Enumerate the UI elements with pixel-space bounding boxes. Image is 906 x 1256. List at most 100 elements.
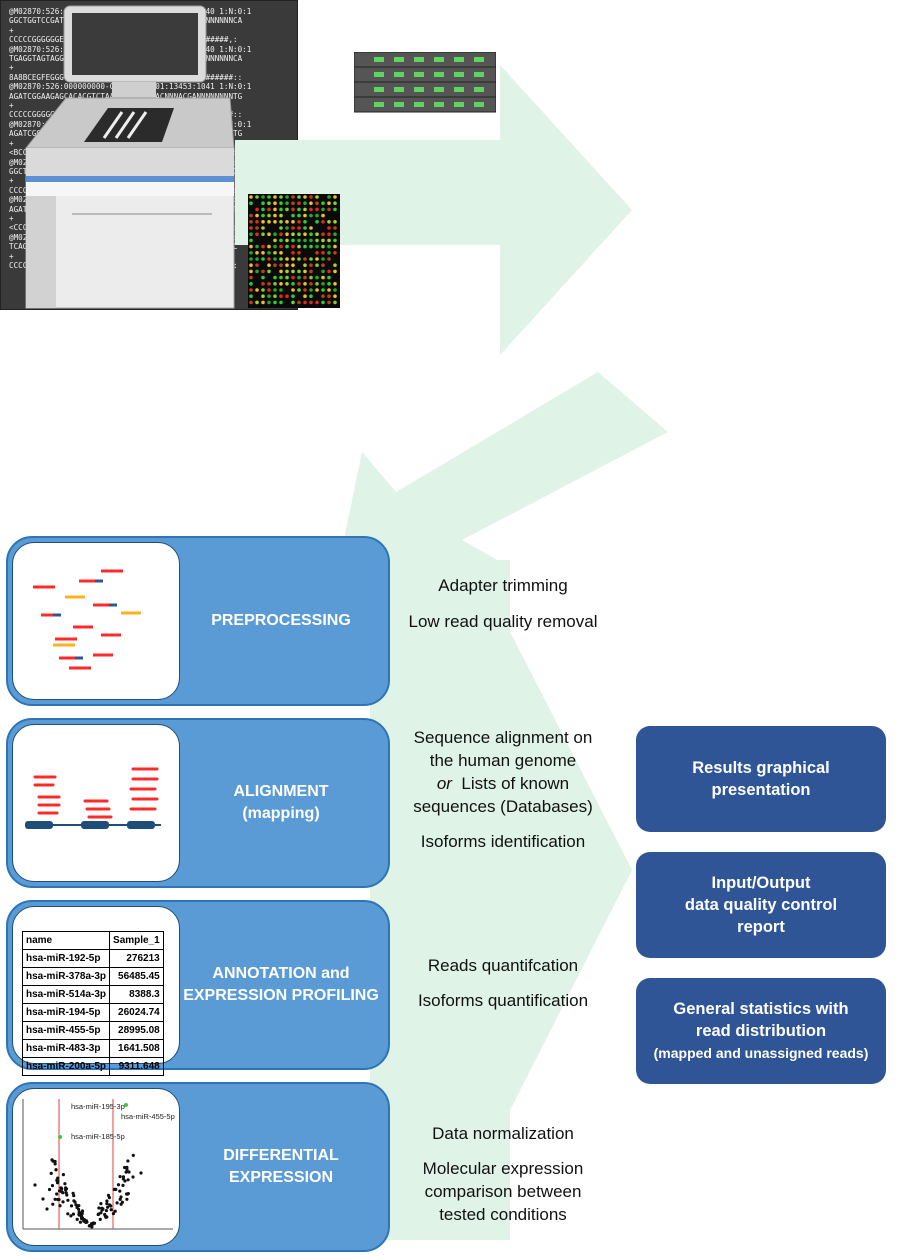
volcano-point — [121, 1183, 125, 1187]
volcano-point — [51, 1202, 55, 1206]
microarray-spot — [279, 220, 283, 224]
microarray-spot — [309, 207, 313, 212]
step-title: PREPROCESSING — [211, 612, 351, 629]
volcano-point — [114, 1187, 118, 1191]
microarray-spot — [309, 300, 313, 305]
microarray-spot — [267, 251, 271, 255]
volcano-point — [82, 1218, 87, 1222]
microarray-spot — [285, 195, 289, 199]
volcano-point — [96, 1212, 100, 1217]
microarray-spot — [321, 201, 325, 205]
microarray-spot — [267, 195, 271, 199]
microarray-spot — [315, 257, 319, 261]
microarray-spot — [291, 195, 295, 199]
microarray-spot — [285, 269, 289, 274]
microarray-spot — [303, 213, 307, 218]
microarray-spot — [249, 282, 253, 286]
microarray-spot — [327, 220, 331, 224]
microarray-spot — [285, 201, 289, 205]
volcano-point — [33, 1183, 37, 1187]
volcano-point — [63, 1182, 67, 1186]
microarray-spot — [297, 244, 301, 249]
volcano-point — [105, 1202, 109, 1206]
microarray-spot — [273, 195, 277, 199]
microarray-spot — [333, 263, 337, 267]
microarray-spot — [273, 288, 277, 292]
volcano-point — [53, 1159, 57, 1164]
microarray-spot — [279, 275, 283, 280]
microarray-spot — [315, 207, 319, 212]
microarray-spot — [327, 238, 331, 243]
microarray-spot — [303, 300, 307, 305]
microarray-spot — [327, 201, 331, 205]
microarray-spot — [255, 294, 259, 298]
microarray-spot — [261, 226, 265, 230]
volcano-point — [126, 1192, 130, 1196]
volcano-point — [69, 1204, 74, 1208]
microarray-spot — [309, 238, 313, 243]
microarray-spot — [297, 300, 301, 305]
microarray-spot — [291, 220, 295, 224]
microarray-spot — [309, 288, 313, 292]
volcano-label: hsa-miR-195-3p — [71, 1102, 125, 1111]
microarray-spot — [249, 288, 253, 292]
volcano-point — [78, 1220, 82, 1224]
volcano-point — [61, 1173, 65, 1177]
microarray-spot — [315, 195, 319, 199]
volcano-point — [66, 1212, 70, 1216]
microarray-spot — [255, 288, 259, 292]
microarray-spot — [309, 275, 313, 280]
volcano-point — [116, 1183, 121, 1187]
microarray-spot — [291, 213, 295, 218]
microarray-spot — [291, 275, 295, 280]
volcano-point — [53, 1162, 57, 1166]
microarray-spot — [279, 257, 283, 261]
microarray-spot — [309, 251, 313, 255]
microarray-spot — [291, 263, 295, 267]
server-rack-icon — [354, 52, 496, 113]
microarray-spot — [255, 226, 259, 230]
volcano-point — [61, 1200, 65, 1204]
microarray-spot — [327, 269, 331, 274]
volcano-point — [71, 1212, 75, 1216]
microarray-spot — [333, 269, 337, 274]
volcano-point — [126, 1159, 130, 1163]
microarray-spot — [279, 244, 283, 249]
microarray-spot — [249, 226, 253, 230]
microarray-spot — [285, 282, 289, 286]
microarray-spot — [279, 300, 283, 305]
microarray-spot — [255, 238, 259, 243]
microarray-spot — [303, 263, 307, 267]
microarray-spot — [279, 213, 283, 218]
microarray-spot — [285, 232, 289, 236]
microarray-spot — [273, 207, 277, 212]
volcano-label: hsa-miR-185-5p — [71, 1132, 125, 1141]
microarray-spot — [297, 282, 301, 286]
microarray-spot — [303, 269, 307, 274]
microarray-spot — [267, 207, 271, 212]
microarray-spot — [297, 213, 301, 218]
microarray-spot — [267, 282, 271, 286]
microarray-spot — [279, 282, 283, 286]
volcano-point — [60, 1187, 64, 1191]
microarray-spot — [315, 226, 319, 230]
pipeline-band — [370, 560, 510, 1240]
microarray-spot — [279, 201, 283, 205]
microarray-spot — [309, 294, 313, 298]
volcano-point — [99, 1211, 103, 1215]
microarray-spot — [285, 220, 289, 224]
result-graphical-presentation: Results graphical presentation — [636, 726, 886, 832]
microarray-spot — [255, 213, 259, 218]
result-general-statistics: General statistics with read distributio… — [636, 978, 886, 1084]
microarray-spot — [303, 195, 307, 199]
microarray-spot — [261, 275, 265, 280]
microarray-spot — [273, 300, 277, 305]
microarray-spot — [261, 294, 265, 298]
volcano-point — [74, 1203, 78, 1207]
microarray-spot — [291, 201, 295, 205]
microarray-spot — [321, 263, 325, 267]
volcano-point — [127, 1170, 131, 1174]
microarray-spot — [309, 282, 313, 286]
microarray-spot — [261, 201, 265, 205]
microarray-spot — [327, 282, 331, 286]
